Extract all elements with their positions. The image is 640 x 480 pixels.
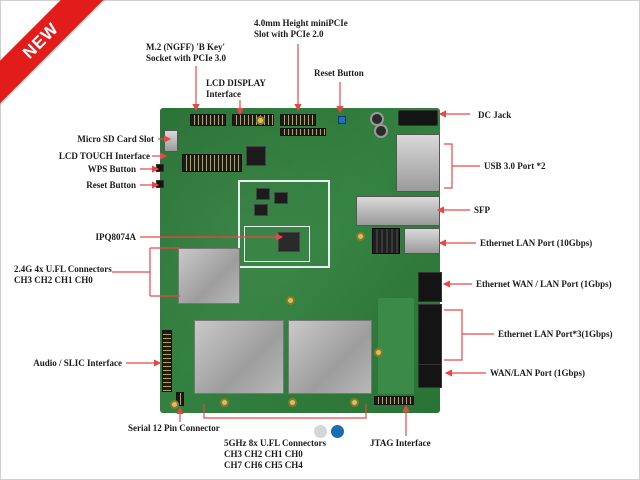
ram-chip — [256, 188, 270, 200]
reset-button-top — [338, 116, 346, 124]
label-jtag: JTAG Interface — [370, 438, 431, 448]
m2-socket — [190, 114, 226, 126]
label-audio-slic: Audio / SLIC Interface — [33, 358, 122, 368]
wifi-5g-shield-right — [288, 320, 372, 394]
label-wifi-5g-line2: CH3 CH2 CH1 CH0 — [224, 449, 303, 459]
label-ethernet-wan-lan: Ethernet WAN / LAN Port (1Gbps) — [476, 279, 612, 289]
label-ethernet-lan3: Ethernet LAN Port*3(1Gbps) — [498, 329, 613, 339]
label-ethernet-10g: Ethernet LAN Port (10Gbps) — [480, 238, 593, 248]
label-minipcie-line2: Slot with PCIe 2.0 — [254, 29, 324, 39]
dc-jack — [398, 110, 438, 126]
chip-outline — [244, 144, 266, 166]
heatsink — [372, 228, 400, 254]
wifi-24g-shield — [178, 248, 240, 304]
label-micro-sd: Micro SD Card Slot — [77, 134, 154, 144]
wifi-5g-shield-left — [194, 320, 284, 394]
sfp-cage — [356, 196, 440, 226]
label-wifi-5g: 5GHz 8x U.FL Connectors CH3 CH2 CH1 CH0 … — [224, 438, 326, 471]
ethernet-wan-lan-port — [418, 272, 442, 302]
silkscreen-area — [378, 298, 414, 394]
label-m2-line1: M.2 (NGFF) 'B Key' — [146, 42, 225, 52]
label-wifi-5g-line3: CH7 CH6 CH5 CH4 — [224, 460, 303, 470]
mounting-hole — [350, 398, 359, 407]
label-lcd-display: LCD DISPLAY Interface — [206, 78, 266, 100]
mounting-hole — [286, 296, 295, 305]
jtag-header — [374, 396, 414, 405]
label-wan-lan: WAN/LAN Port (1Gbps) — [490, 368, 586, 378]
lcd-touch-header — [182, 154, 242, 172]
label-lcd-display-line2: Interface — [206, 89, 241, 99]
label-wifi-24g: 2.4G 4x U.FL Connectors CH3 CH2 CH1 CH0 — [14, 264, 112, 286]
capacitor — [374, 124, 388, 138]
serial-header — [176, 392, 184, 406]
label-lcd-display-line1: LCD DISPLAY — [206, 78, 266, 88]
label-reset-top: Reset Button — [314, 68, 364, 78]
ipq8074a-chip — [278, 232, 300, 252]
mounting-hole — [356, 232, 365, 241]
wan-lan-port — [418, 364, 442, 388]
usb3-ports — [396, 134, 440, 192]
label-wifi-5g-line1: 5GHz 8x U.FL Connectors — [224, 438, 326, 448]
micro-sd-slot — [164, 130, 178, 152]
new-badge-text: NEW — [0, 0, 105, 105]
ethernet-10g-port — [404, 228, 440, 254]
mounting-hole — [256, 116, 265, 125]
label-ipq8074a: IPQ8074A — [95, 232, 137, 242]
ram-chip — [254, 204, 268, 216]
mounting-hole — [220, 398, 229, 407]
reset-button-left — [156, 180, 164, 188]
router-board-photo — [156, 108, 442, 413]
mounting-hole — [288, 398, 297, 407]
ufl-dot-grey — [314, 425, 327, 438]
minipcie-slot — [280, 114, 316, 126]
label-usb3: USB 3.0 Port *2 — [484, 161, 546, 171]
ram-chip — [274, 192, 288, 204]
label-sfp: SFP — [474, 205, 491, 215]
label-m2-line2: Socket with PCIe 3.0 — [146, 53, 226, 63]
label-m2-socket: M.2 (NGFF) 'B Key' Socket with PCIe 3.0 — [146, 42, 226, 64]
audio-slic-header — [162, 330, 172, 392]
label-serial: Serial 12 Pin Connector — [128, 423, 220, 433]
mounting-hole — [374, 348, 383, 357]
label-minipcie-line1: 4.0mm Height miniPCIe — [254, 18, 348, 28]
label-reset-left: Reset Button — [86, 180, 136, 190]
wps-button — [156, 164, 164, 172]
minipcie-slot-body — [280, 128, 326, 136]
label-dc-jack: DC Jack — [478, 110, 512, 120]
label-wps: WPS Button — [87, 164, 136, 174]
chip — [246, 146, 266, 166]
cpu-outline — [238, 180, 330, 268]
mounting-hole — [170, 400, 179, 409]
label-wifi-24g-line1: 2.4G 4x U.FL Connectors — [14, 264, 112, 274]
lcd-display-header — [232, 114, 274, 126]
new-badge: NEW — [0, 0, 110, 110]
ipq8074a-outline — [244, 226, 310, 262]
label-lcd-touch: LCD TOUCH Interface — [58, 151, 150, 161]
label-minipcie: 4.0mm Height miniPCIe Slot with PCIe 2.0 — [254, 18, 348, 40]
ufl-dot-blue — [331, 425, 344, 438]
label-wifi-24g-line2: CH3 CH2 CH1 CH0 — [14, 275, 93, 285]
